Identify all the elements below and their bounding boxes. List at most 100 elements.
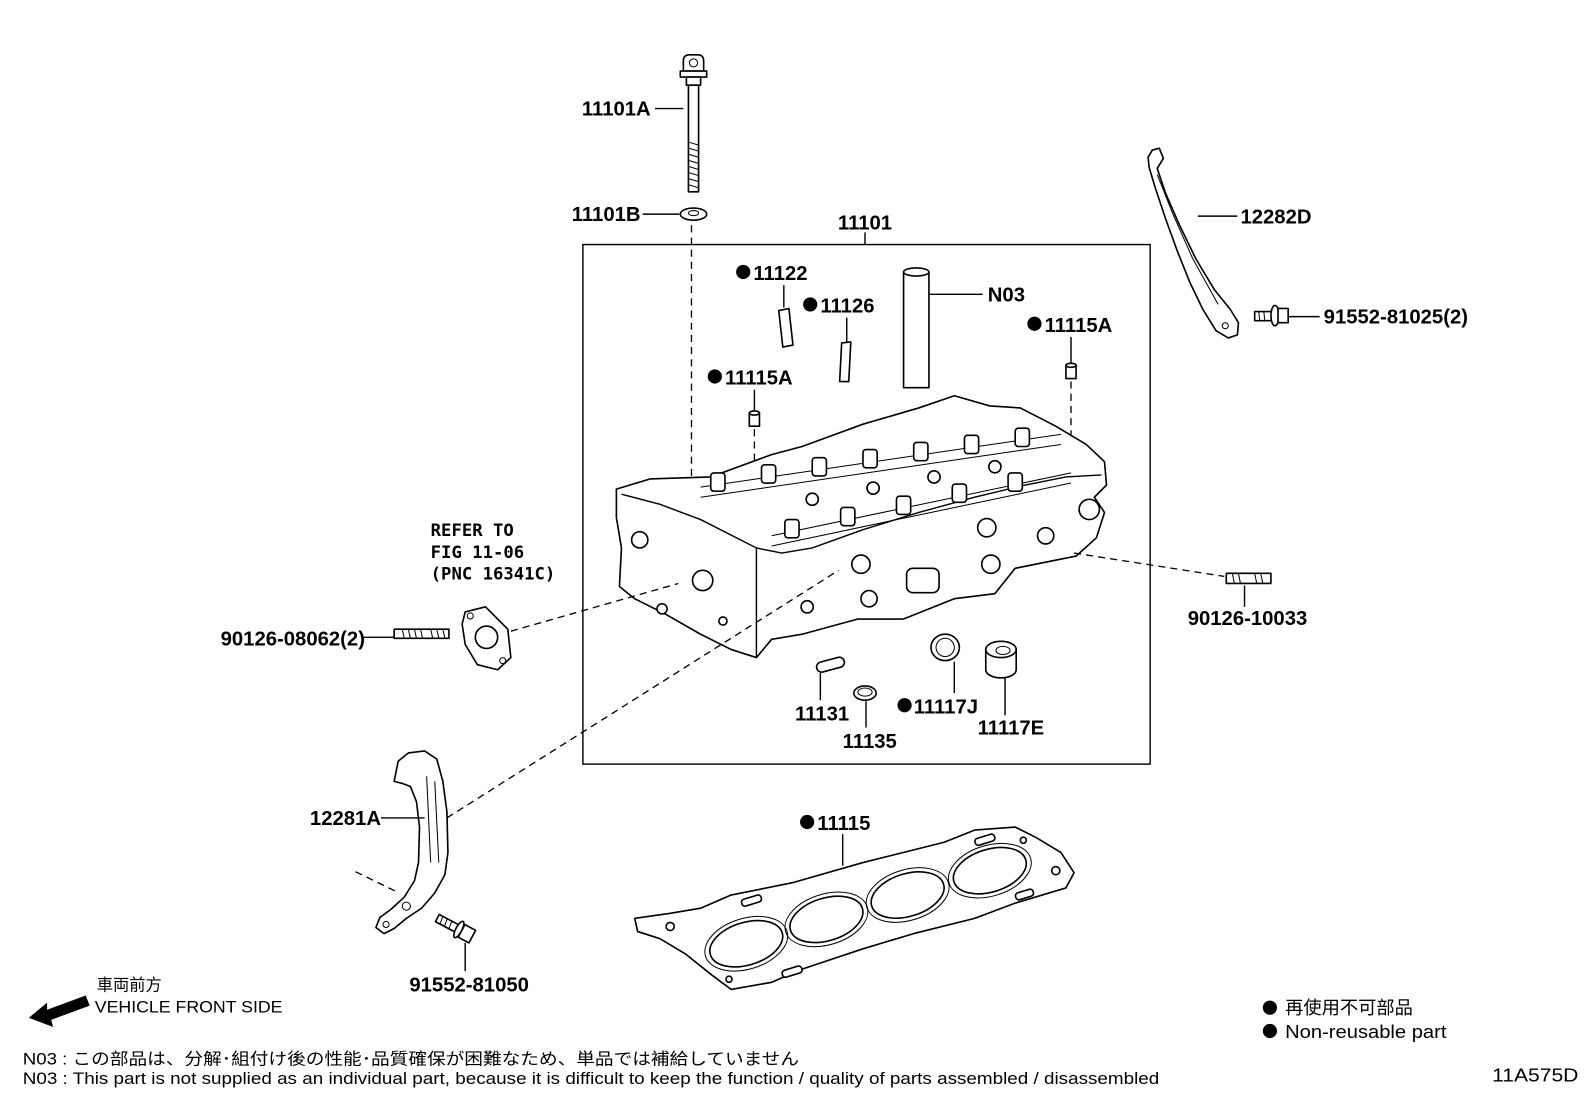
camshaft-exhaust bbox=[700, 433, 1061, 498]
callout-91552-81050: 91552-81050 bbox=[409, 974, 529, 996]
non-reusable-marker-11117j bbox=[897, 698, 912, 713]
callout-11126: 11126 bbox=[820, 296, 874, 318]
callout-n03: N03 bbox=[988, 284, 1025, 306]
bolt-11101a-neck bbox=[685, 76, 702, 87]
callout-90126-10033: 90126-10033 bbox=[1188, 608, 1308, 630]
gasket-11115-holes bbox=[665, 833, 1061, 984]
guide-12281a-rail bbox=[426, 776, 440, 863]
part-n03-body bbox=[902, 271, 930, 389]
note-en: N03 : This part is not supplied as an in… bbox=[23, 1070, 1160, 1088]
ring-11117j-outer bbox=[930, 633, 961, 662]
plug-11117e-top bbox=[984, 640, 1018, 659]
callout-11117e: 11117E bbox=[978, 718, 1045, 740]
refer-note-line3: (PNC 16341C) bbox=[431, 564, 556, 584]
head-hole bbox=[630, 530, 649, 549]
spark-plug-tube bbox=[805, 492, 820, 507]
callout-11101a: 11101A bbox=[582, 99, 651, 121]
dashed-line-guide-to-head bbox=[446, 569, 839, 819]
dowel-11115a-right bbox=[1065, 362, 1077, 380]
non-reusable-marker-11115a-right bbox=[1027, 316, 1042, 331]
gasket-bore bbox=[709, 919, 784, 968]
cylinder-head-top-edge bbox=[621, 474, 1102, 554]
callout-11115a-left: 11115A bbox=[725, 368, 793, 390]
bracket-12282d-rib bbox=[1156, 174, 1219, 305]
pin-11126 bbox=[838, 341, 852, 383]
gasket-bore bbox=[952, 846, 1028, 895]
arrow-left-icon bbox=[28, 995, 90, 1027]
diagram-code: 11A575D bbox=[1492, 1065, 1578, 1086]
guide-12281a bbox=[375, 750, 449, 935]
plug-11117e bbox=[984, 640, 1018, 679]
non-reusable-marker-11115 bbox=[800, 814, 815, 830]
callout-11115a-right: 11115A bbox=[1045, 315, 1113, 337]
stud-90126-10033-body bbox=[1225, 572, 1272, 585]
bolt-91552-81025 bbox=[1253, 304, 1289, 327]
washer-11101b bbox=[679, 207, 708, 222]
callout-12281a: 12281A bbox=[310, 808, 381, 830]
bolt-91552-81025-head bbox=[1277, 307, 1289, 324]
callout-12282d: 12282D bbox=[1240, 206, 1311, 228]
gasket-11115-bores bbox=[704, 842, 1032, 972]
gasket-slot bbox=[974, 833, 996, 847]
bolt-11101a-threads bbox=[688, 141, 699, 189]
bracket-12282d bbox=[1147, 147, 1240, 339]
camshaft-cap bbox=[784, 518, 800, 539]
stud-90126-08062 bbox=[393, 628, 450, 640]
plug-11131 bbox=[815, 656, 846, 673]
callout-11101: 11101 bbox=[838, 212, 892, 234]
flange-gasket-bolt-hole bbox=[499, 657, 507, 665]
head-hole bbox=[851, 554, 871, 575]
bracket-12282d-outline bbox=[1147, 147, 1240, 339]
gasket-bore-bead bbox=[704, 915, 789, 972]
plug-11117e-recess bbox=[995, 645, 1011, 656]
gasket-hole bbox=[665, 921, 676, 932]
ring-11135 bbox=[853, 685, 877, 702]
dowel-11115a-left-top bbox=[748, 410, 761, 416]
bolt-11101a-head-socket bbox=[688, 58, 699, 68]
guide-12281a-hole bbox=[401, 901, 411, 911]
gasket-11115 bbox=[633, 826, 1075, 991]
head-hole bbox=[1036, 526, 1055, 545]
gasket-hole bbox=[1050, 865, 1061, 876]
flange-gasket-bore bbox=[474, 625, 499, 650]
cylinder-head-front-holes bbox=[800, 498, 1101, 614]
filled-circle-icon bbox=[1262, 1023, 1278, 1039]
part-n03-top bbox=[902, 267, 930, 277]
flange-gasket-bolt-hole bbox=[466, 612, 474, 620]
camshaft-cap bbox=[709, 472, 726, 492]
assembly-box-11101 bbox=[582, 243, 1151, 765]
bolt-11101a-shaft bbox=[687, 84, 700, 193]
gasket-slot bbox=[781, 965, 803, 979]
camshaft-caps-rear bbox=[709, 427, 1031, 492]
dashed-line-head-to-stud bbox=[1073, 552, 1225, 578]
spark-plug-tube bbox=[927, 470, 941, 484]
pin-11122 bbox=[777, 307, 794, 348]
washer-11101b-outer bbox=[679, 207, 708, 222]
bracket-12282d-hole bbox=[1221, 322, 1229, 330]
head-hole bbox=[800, 599, 815, 614]
bolt-91552-81025-threads bbox=[1258, 311, 1266, 321]
cylinder-head bbox=[615, 394, 1108, 659]
non-reusable-marker-11126 bbox=[803, 297, 818, 312]
callout-11115: 11115 bbox=[817, 813, 870, 835]
note-jp: N03 : この部品は、分解･組付け後の性能･品質確保が困難なため、単品では補給… bbox=[23, 1050, 799, 1068]
filled-circle-icon bbox=[1262, 1000, 1278, 1015]
camshaft-cap bbox=[811, 456, 828, 477]
camshaft-cap bbox=[760, 463, 777, 484]
dowel-11115a-right-top bbox=[1065, 362, 1077, 369]
legend-label-en: Non-reusable part bbox=[1285, 1021, 1446, 1042]
callout-11131: 11131 bbox=[795, 703, 849, 725]
camshaft-cap bbox=[912, 441, 929, 462]
head-port bbox=[905, 567, 940, 594]
camshaft-cap bbox=[1007, 472, 1024, 492]
camshaft-cap bbox=[839, 506, 856, 527]
legend-label-jp: 再使用不可部品 bbox=[1285, 997, 1413, 1018]
stud-90126-10033-threads bbox=[1231, 573, 1264, 584]
part-n03 bbox=[902, 267, 930, 389]
bolt-91552-81050-threads bbox=[439, 916, 453, 929]
refer-note-line1: REFER TO bbox=[431, 521, 514, 541]
gasket-hole bbox=[725, 975, 733, 984]
non-reusable-marker-11115a-left bbox=[707, 369, 722, 384]
camshaft-cap bbox=[862, 448, 878, 469]
